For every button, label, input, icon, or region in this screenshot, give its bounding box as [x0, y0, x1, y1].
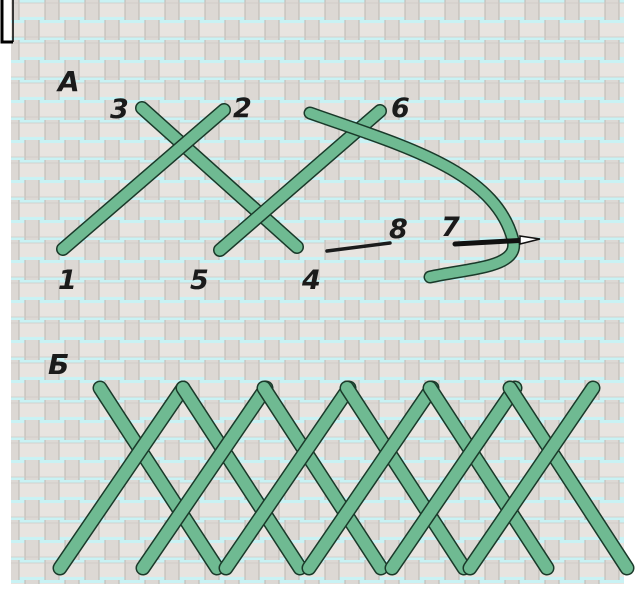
point-5-label: 5 — [190, 265, 209, 296]
point-6-label: 6 — [391, 93, 410, 124]
point-3-label: 3 — [110, 94, 129, 125]
border-left — [0, 0, 11, 594]
section-a-label: А — [56, 65, 80, 98]
section-b-label: Б — [48, 348, 69, 381]
border-right — [624, 0, 635, 594]
point-2-label: 2 — [233, 93, 252, 124]
border-bottom — [0, 584, 635, 594]
point-7-label: 7 — [441, 212, 460, 243]
point-4-label: 4 — [301, 265, 321, 296]
point-1-label: 1 — [58, 265, 77, 296]
point-8-label: 8 — [389, 214, 408, 245]
